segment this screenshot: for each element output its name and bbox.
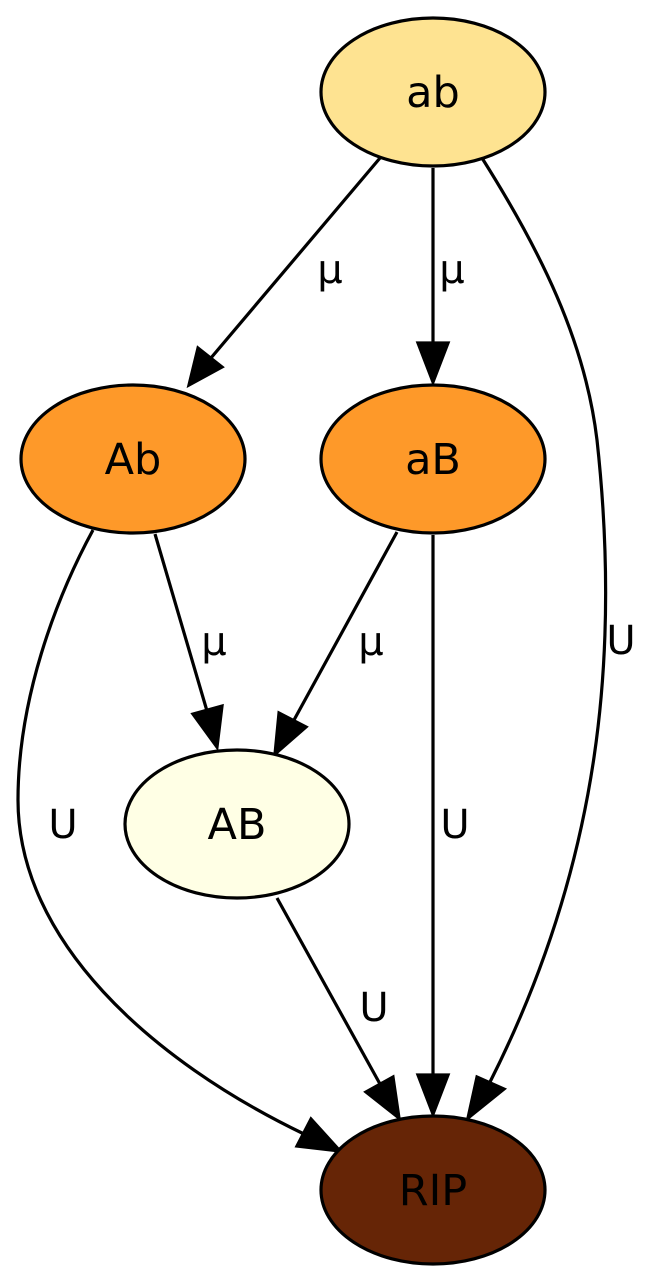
edge-label-ab-RIP: U bbox=[606, 618, 635, 664]
node-aB-shape bbox=[319, 383, 547, 535]
edge-ab-to-aB bbox=[415, 168, 451, 387]
node-RIP-label: RIP bbox=[399, 1166, 468, 1216]
node-AB-shape bbox=[123, 748, 351, 900]
edge-label-ab-Ab: μ bbox=[317, 247, 342, 293]
node-ab: ab bbox=[319, 16, 547, 168]
edge-aB-to-RIP bbox=[415, 535, 451, 1119]
node-aB: aB bbox=[319, 383, 547, 535]
edge-label-aB-RIP: U bbox=[440, 802, 469, 848]
node-RIP: RIP bbox=[319, 1114, 547, 1266]
node-RIP-shape bbox=[319, 1114, 547, 1266]
node-Ab-label: Ab bbox=[105, 435, 162, 485]
edge-ab-to-RIP bbox=[465, 157, 608, 1123]
edge-label-ab-aB: μ bbox=[439, 247, 464, 293]
node-ab-label: ab bbox=[406, 68, 460, 118]
node-Ab-shape bbox=[19, 383, 247, 535]
edge-label-Ab-AB: μ bbox=[201, 619, 226, 665]
edge-label-AB-RIP: U bbox=[359, 985, 388, 1031]
edge-AB-to-RIP bbox=[275, 897, 402, 1122]
edge-Ab-to-RIP bbox=[16, 529, 345, 1154]
edge-aB-to-AB bbox=[273, 531, 399, 758]
edge-ab-to-Ab bbox=[186, 156, 382, 389]
edge-Ab-to-AB bbox=[153, 533, 224, 752]
node-AB-label: AB bbox=[208, 800, 267, 850]
node-ab-shape bbox=[319, 16, 547, 168]
node-aB-label: aB bbox=[405, 435, 461, 485]
edge-label-Ab-RIP: U bbox=[48, 802, 77, 848]
node-AB: AB bbox=[123, 748, 351, 900]
edge-label-aB-AB: μ bbox=[358, 619, 383, 665]
node-Ab: Ab bbox=[19, 383, 247, 535]
